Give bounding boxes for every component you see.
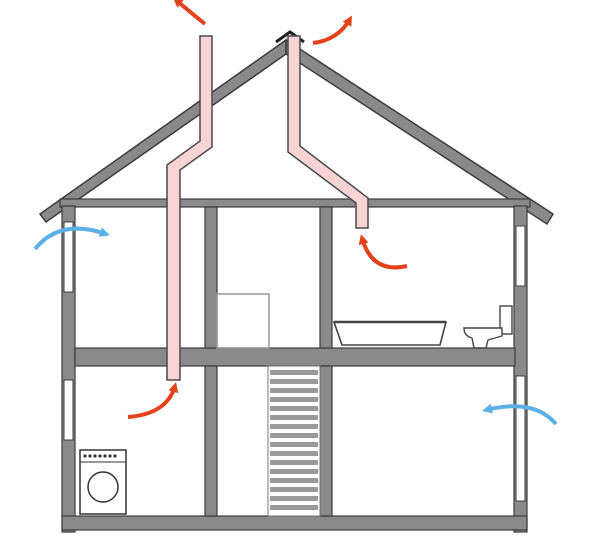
roof-right-slope xyxy=(285,38,555,226)
ventilation-ducts xyxy=(166,35,369,381)
upper-partition-right xyxy=(319,206,333,349)
lower-partition-left xyxy=(204,365,218,517)
window-lower-right xyxy=(515,375,526,502)
bathtub-icon xyxy=(332,320,448,346)
window-upper-left xyxy=(63,221,74,293)
stair-tread xyxy=(270,442,318,447)
exhaust-arrow-roof-vent xyxy=(312,15,352,45)
chimney-stack-duct xyxy=(166,35,213,381)
stair-tread xyxy=(270,505,318,510)
attic-floor xyxy=(59,198,531,208)
extract-arrow-bathroom xyxy=(358,234,408,270)
extract-arrow-ground-floor xyxy=(127,382,179,419)
stair-tread xyxy=(270,415,318,420)
stair-tread xyxy=(270,406,318,411)
stair-tread xyxy=(270,379,318,384)
stair-tread xyxy=(270,433,318,438)
toilet-icon xyxy=(463,305,513,349)
walls xyxy=(61,205,528,533)
stair-tread xyxy=(270,469,318,474)
stair-tread xyxy=(270,451,318,456)
window-upper-right xyxy=(515,225,526,287)
middle-floor-slab xyxy=(74,347,516,367)
upper-partition-left xyxy=(204,206,218,349)
stair-tread xyxy=(270,424,318,429)
stair-tread xyxy=(270,460,318,465)
staircase-icon xyxy=(267,365,321,517)
ground-floor-slab xyxy=(61,515,528,531)
roof-vent-duct xyxy=(287,35,369,229)
interior-door xyxy=(216,293,270,349)
stair-tread xyxy=(270,388,318,393)
lower-partition-right xyxy=(319,365,333,517)
exhaust-arrow-chimney xyxy=(172,0,207,26)
intake-arrow-upper-left xyxy=(33,226,110,251)
intake-arrow-lower-right xyxy=(482,403,558,426)
washing-machine-icon xyxy=(79,449,127,515)
stair-tread xyxy=(270,487,318,492)
window-lower-left xyxy=(63,379,74,441)
stair-tread xyxy=(270,478,318,483)
airflow-arrows xyxy=(33,0,558,426)
roof-left-slope xyxy=(38,38,287,224)
stair-tread xyxy=(270,496,318,501)
stair-tread xyxy=(270,370,318,375)
stair-tread xyxy=(270,397,318,402)
